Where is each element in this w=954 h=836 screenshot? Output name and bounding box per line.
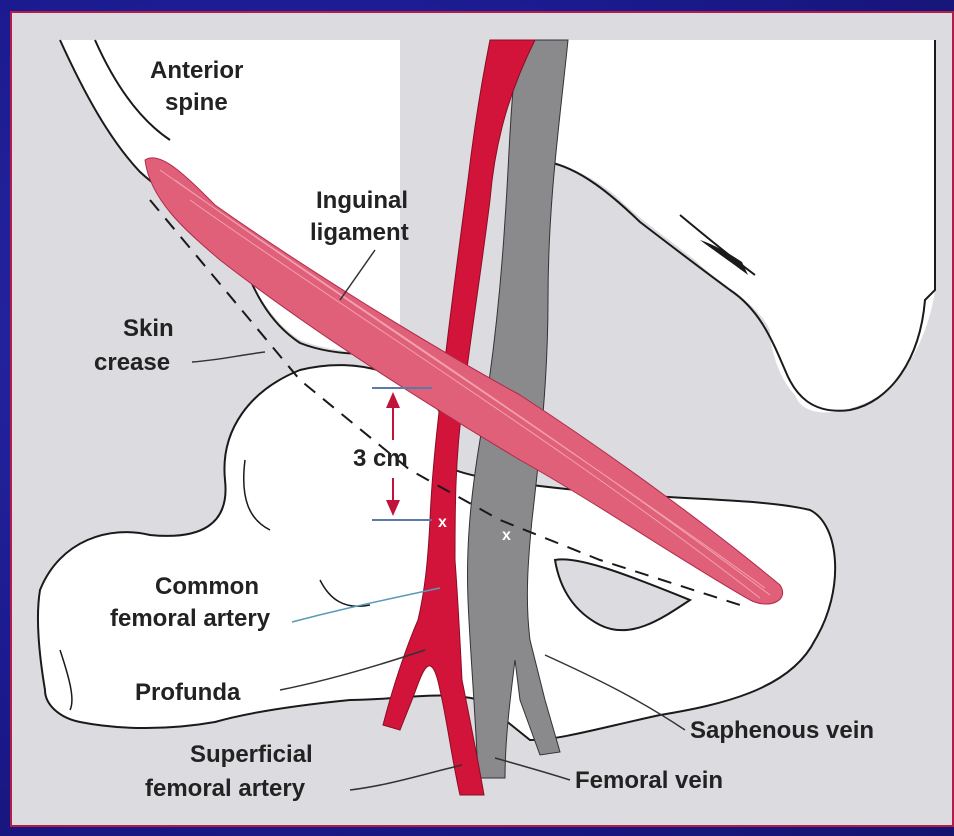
- label-saphenous-vein: Saphenous vein: [690, 717, 874, 744]
- label-spine: spine: [165, 89, 228, 116]
- label-inguinal: Inguinal: [316, 187, 408, 214]
- vein-mark: x: [502, 527, 511, 544]
- label-superficial-femoral-artery: femoral artery: [145, 775, 306, 802]
- label-ligament: ligament: [310, 219, 409, 246]
- label-crease: crease: [94, 349, 170, 376]
- label-skin: Skin: [123, 315, 174, 342]
- label-superficial: Superficial: [190, 741, 313, 768]
- label-femoral-vein: Femoral vein: [575, 767, 723, 794]
- leader-femoral-vein: [495, 758, 570, 780]
- label-common: Common: [155, 573, 259, 600]
- label-3cm: 3 cm: [353, 445, 408, 472]
- label-femoral-artery: femoral artery: [110, 605, 271, 632]
- artery-mark: x: [438, 514, 447, 531]
- pubic-bone: [548, 40, 935, 412]
- leader-skin-crease: [192, 352, 265, 362]
- label-profunda: Profunda: [135, 679, 241, 706]
- label-anterior: Anterior: [150, 57, 243, 84]
- leader-superficial: [350, 765, 462, 790]
